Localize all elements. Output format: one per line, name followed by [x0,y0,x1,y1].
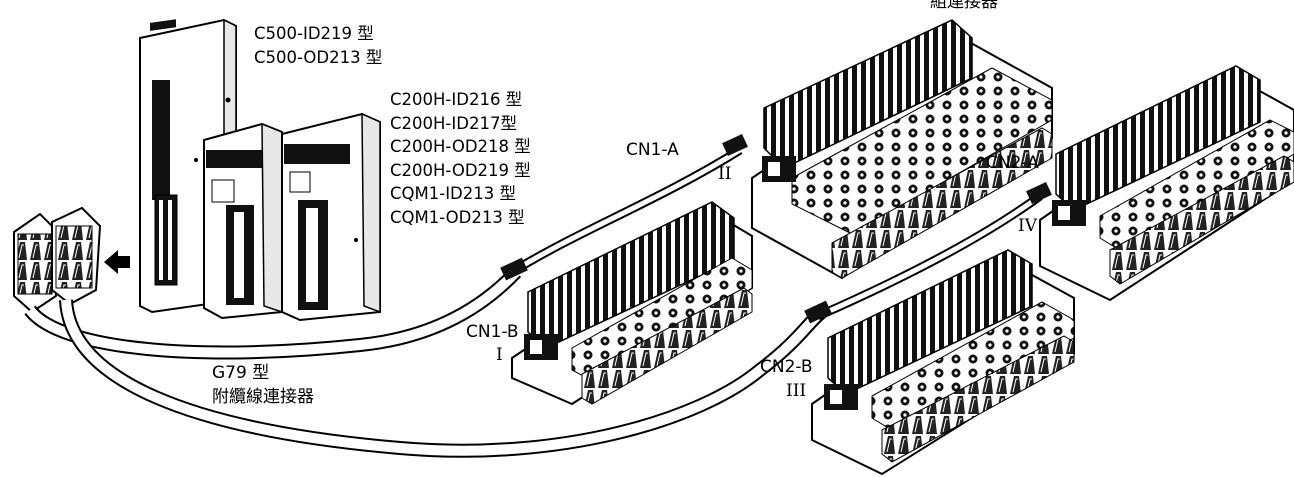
module-label: C200H-ID216 型 [390,90,523,109]
terminal-block-top-center [751,19,1053,280]
terminal-number-iv: IV [1018,216,1037,236]
terminal-number-ii: II [718,164,732,184]
plc-module-c200h-1 [203,122,283,320]
cable-model: G79 型 [212,363,270,383]
module-label: C200H-OD219 型 [390,160,531,180]
module-label: C500-ID219 型 [254,24,374,43]
module-label-group-b: C200H-ID216 型 C200H-ID217型 C200H-OD218 型… [390,88,531,229]
connector-label-cn1-b: CN1-B [466,322,519,342]
cables [24,146,1043,458]
terminal-block-right [1039,65,1294,302]
plc-module-c200h-2 [281,112,381,322]
connector-label-cn2-b: CN2-B [760,357,813,377]
cable-description: 附纜線連接器 [212,386,314,407]
module-label: C500-OD213 型 [254,47,383,67]
terminal-block-left-center [511,201,753,406]
module-label-group-a: C500-ID219 型 C500-OD213 型 [254,22,382,69]
module-label: CQM1-ID213 型 [390,184,517,203]
module-label: C200H-ID217型 [390,113,517,133]
terminal-block-bottom-center [811,249,1075,476]
terminal-number-iii: III [786,381,807,401]
cable-connector-plugs [13,206,130,314]
top-right-caption: 組連接器 [930,0,998,12]
arrow-right-icon [104,250,130,274]
cable-label: G79 型 附纜線連接器 [212,362,314,409]
connector-label-cn2-a: CN2-A [986,153,1039,173]
connector-label-cn1-a: CN1-A [626,140,679,160]
cable-end-plugs [500,134,1052,324]
module-label: C200H-OD218 型 [390,137,531,156]
terminal-number-i: I [496,345,503,365]
module-label: CQM1-OD213 型 [390,207,525,227]
